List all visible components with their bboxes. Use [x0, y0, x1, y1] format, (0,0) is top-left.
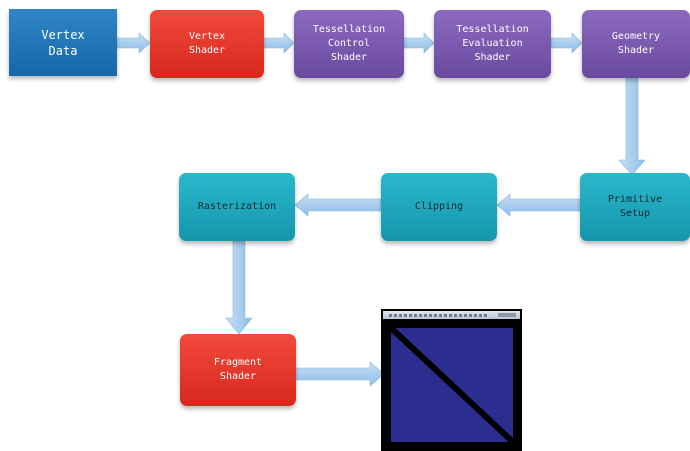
arrow-fragment-shader-to-output [295, 361, 385, 387]
arrow-clipping-to-rasterization [294, 193, 382, 217]
arrow-primitive-setup-to-clipping [496, 193, 581, 217]
vertex-shader-node: Vertex Shader [150, 10, 264, 78]
fragment-shader-node: Fragment Shader [180, 334, 296, 406]
tessellation-evaluation-shader-node: Tessellation Evaluation Shader [434, 10, 551, 78]
arrow-geometry-to-primitive-setup [618, 77, 646, 176]
rendered-output-window [381, 309, 522, 451]
rasterization-node: Rasterization [179, 173, 295, 241]
window-title-text [389, 314, 489, 317]
rendered-triangles [385, 322, 519, 448]
arrow-rasterization-to-fragment-shader [225, 240, 253, 335]
geometry-shader-node: Geometry Shader [582, 10, 690, 78]
arrow-vertex-data-to-vertex-shader [116, 32, 151, 54]
window-titlebar [383, 311, 520, 319]
arrow-tess-eval-to-geometry [550, 32, 583, 54]
triangle-diagonal [387, 324, 517, 446]
primitive-setup-node: Primitive Setup [580, 173, 690, 241]
tessellation-control-shader-node: Tessellation Control Shader [294, 10, 404, 78]
window-controls [498, 313, 516, 317]
vertex-data-node: Vertex Data [9, 9, 117, 76]
arrow-vertex-shader-to-tess-control [263, 32, 295, 54]
arrow-tess-control-to-tess-eval [403, 32, 435, 54]
clipping-node: Clipping [381, 173, 497, 241]
